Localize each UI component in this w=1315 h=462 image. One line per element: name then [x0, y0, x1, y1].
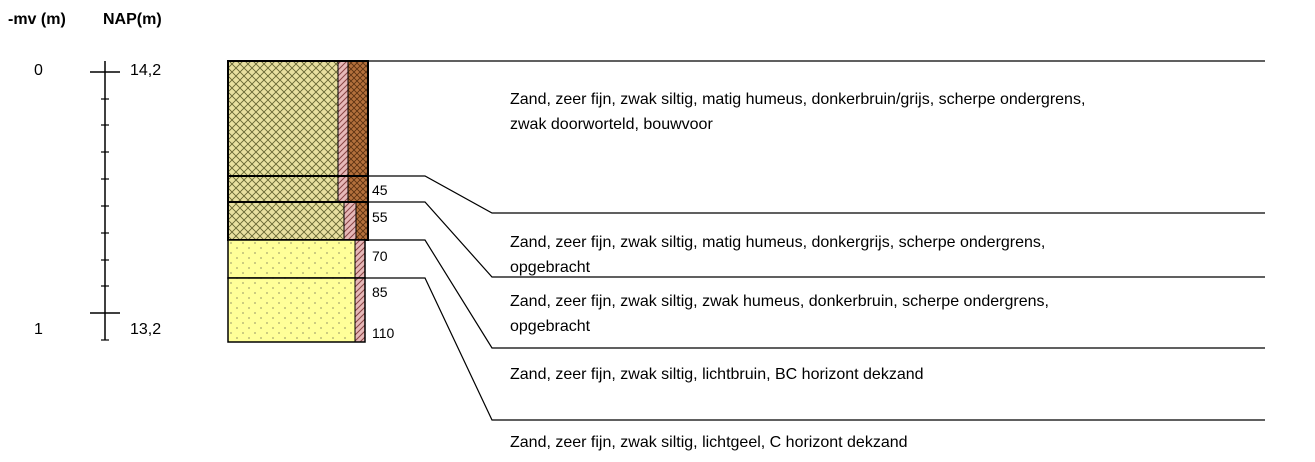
layer-3-description-line2: opgebracht	[510, 318, 591, 335]
depth-value-0: 0	[34, 62, 43, 79]
boundary-label-3: 70	[372, 248, 388, 264]
soil-layer-3	[227, 201, 369, 241]
leader-line-5	[365, 277, 1265, 421]
soil-layer-2	[227, 175, 369, 203]
leader-line-3	[368, 201, 1265, 278]
layer-4-description: Zand, zeer fijn, zwak siltig, lichtbruin…	[510, 366, 924, 383]
nap-axis-header: NAP(m)	[103, 11, 162, 28]
layer-1-description-line2: zwak doorworteld, bouwvoor	[510, 116, 713, 133]
leader-line-2	[368, 175, 1265, 214]
soil-layer-5	[227, 277, 366, 343]
nap-value-1: 13,2	[130, 321, 161, 338]
depth-ruler	[90, 61, 120, 341]
depth-axis-header: -mv (m)	[8, 11, 66, 28]
layer-1-description-line1: Zand, zeer fijn, zwak siltig, matig hume…	[510, 91, 1085, 108]
nap-value-0: 14,2	[130, 62, 161, 79]
layer-3-description-line1: Zand, zeer fijn, zwak siltig, zwak humeu…	[510, 293, 1049, 310]
layer-5-description: Zand, zeer fijn, zwak siltig, lichtgeel,…	[510, 434, 908, 451]
boundary-label-2: 55	[372, 209, 388, 225]
boundary-label-5: 110	[372, 325, 395, 341]
boundary-label-1: 45	[372, 182, 388, 198]
leader-line-4	[365, 239, 1265, 349]
soil-layer-4	[227, 239, 366, 279]
soil-layer-1	[227, 60, 369, 177]
layer-2-description-line2: opgebracht	[510, 259, 591, 276]
depth-value-1: 1	[34, 321, 43, 338]
leader-lines	[365, 60, 1265, 421]
layer-2-description-line1: Zand, zeer fijn, zwak siltig, matig hume…	[510, 234, 1045, 251]
boundary-label-4: 85	[372, 284, 388, 300]
